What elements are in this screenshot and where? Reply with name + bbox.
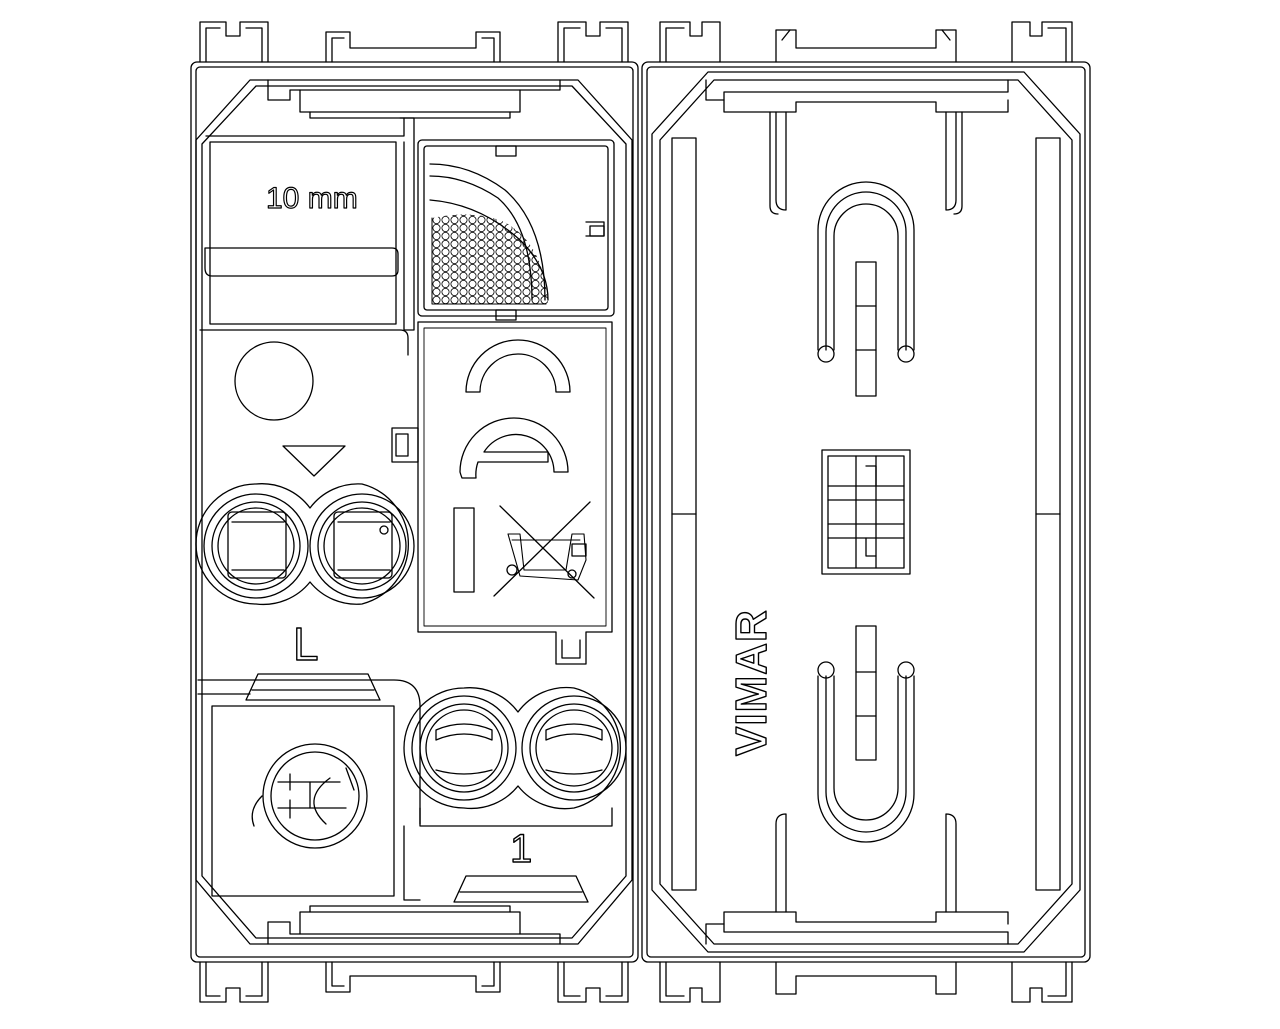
right-module: VIMAR <box>641 21 1091 1003</box>
thermal-symbol <box>251 743 368 849</box>
strip-length-label: 10 mm <box>266 182 358 215</box>
terminal-pair-lower <box>403 686 627 827</box>
terminal-pair-upper <box>195 483 415 606</box>
right-top-clips <box>659 21 1073 215</box>
left-module-inner-body <box>195 79 633 945</box>
right-module-frame <box>641 61 1091 963</box>
terminal-label-live: L <box>293 618 319 670</box>
push-direction-arrow <box>282 445 346 477</box>
weee-crossed-bin-symbol <box>453 501 595 599</box>
left-module-frame <box>190 61 639 963</box>
terminal-screw-out-2 <box>521 695 627 801</box>
terminal-label-output: 1 <box>510 827 532 871</box>
central-switch-block <box>821 449 911 575</box>
wire-strip-gauge <box>199 117 415 356</box>
bottom-clips <box>199 905 629 1003</box>
brand-label: VIMAR <box>727 609 776 756</box>
test-window <box>417 139 615 321</box>
right-bottom-clips <box>659 813 1073 1003</box>
rocker-spring-upper <box>817 181 915 397</box>
marking-plate <box>391 321 613 665</box>
top-clips <box>199 21 629 119</box>
ce-mark <box>459 339 571 479</box>
terminal-screw-live-2 <box>309 493 415 599</box>
left-module: L <box>190 21 639 1003</box>
ce-mark-c <box>465 339 571 393</box>
test-opening <box>234 341 314 421</box>
terminal-screw-out-1 <box>411 695 517 801</box>
terminal-screw-live-1 <box>203 493 309 599</box>
ce-mark-e <box>459 417 569 479</box>
right-module-inner-body <box>651 71 1081 953</box>
rocker-spring-lower <box>817 625 915 843</box>
contact-mesh <box>432 214 548 304</box>
